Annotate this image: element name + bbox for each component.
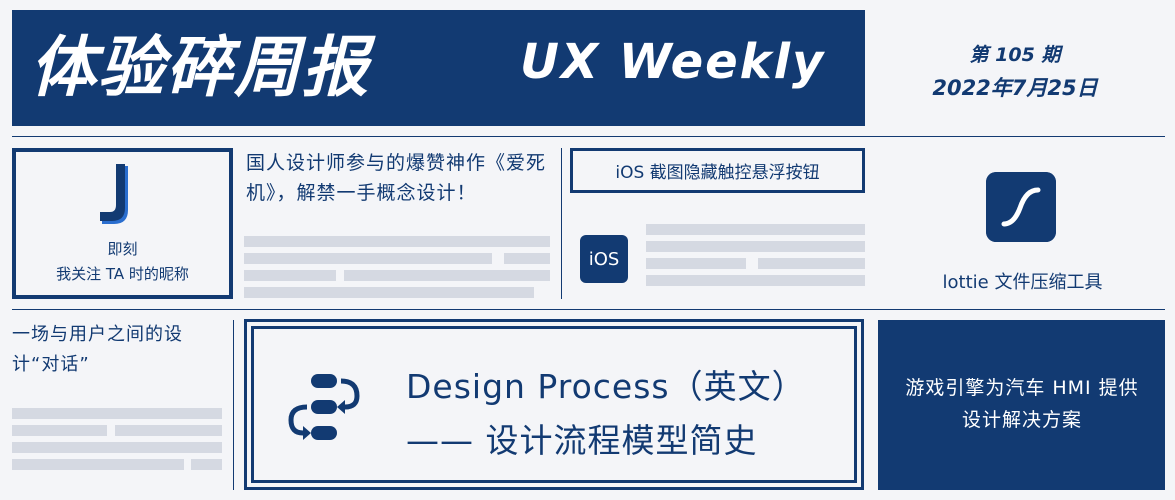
text-placeholder bbox=[758, 258, 865, 269]
game-engine-card[interactable] bbox=[878, 320, 1165, 490]
feature-card-frame bbox=[244, 319, 864, 490]
text-placeholder bbox=[244, 287, 534, 298]
issue-date: 2022年7月25日 bbox=[932, 76, 1098, 100]
text-placeholder bbox=[12, 425, 107, 436]
text-placeholder bbox=[244, 253, 492, 264]
article-title-link[interactable]: 国人设计师参与的爆赞神作《爱死机》，解禁一手概念设计！ bbox=[246, 152, 547, 204]
divider bbox=[12, 136, 1165, 137]
page-subtitle: UX Weekly bbox=[520, 34, 826, 90]
text-placeholder bbox=[646, 224, 865, 235]
issue-number: 第 105 期 bbox=[969, 44, 1061, 66]
text-placeholder bbox=[12, 459, 184, 470]
lottie-logo-icon bbox=[986, 172, 1056, 242]
jike-name: 即刻 bbox=[107, 240, 138, 258]
jike-logo-icon bbox=[100, 164, 128, 224]
text-placeholder bbox=[244, 270, 336, 281]
text-placeholder bbox=[646, 275, 865, 286]
ios-article-title[interactable]: iOS 截图隐藏触控悬浮按钮 bbox=[570, 148, 865, 193]
text-placeholder bbox=[191, 459, 222, 470]
text-placeholder bbox=[12, 408, 222, 419]
game-engine-title: 游戏引擎为汽车 HMI 提供设计解决方案 bbox=[905, 377, 1139, 431]
text-placeholder bbox=[646, 258, 746, 269]
jike-card[interactable] bbox=[12, 148, 233, 299]
text-placeholder bbox=[344, 270, 550, 281]
text-placeholder bbox=[244, 236, 550, 247]
text-placeholder bbox=[646, 241, 865, 252]
divider bbox=[561, 148, 562, 299]
feature-subtitle: —— 设计流程模型简史 bbox=[406, 421, 758, 460]
header-banner bbox=[12, 10, 865, 126]
lottie-tool-link[interactable]: lottie 文件压缩工具 bbox=[942, 272, 1103, 293]
text-placeholder bbox=[12, 442, 222, 453]
conversation-article-link[interactable]: 一场与用户之间的设计“对话” bbox=[12, 324, 183, 375]
feature-title: Design Process（英文） bbox=[406, 367, 806, 406]
process-flow-icon bbox=[288, 374, 360, 440]
divider bbox=[233, 320, 234, 490]
jike-nickname: 我关注 TA 时的昵称 bbox=[56, 265, 189, 283]
divider bbox=[12, 309, 1165, 310]
text-placeholder bbox=[504, 253, 550, 264]
page-title: 体验碎周报 bbox=[30, 29, 370, 106]
text-placeholder bbox=[115, 425, 222, 436]
ios-icon: iOS bbox=[580, 235, 628, 283]
